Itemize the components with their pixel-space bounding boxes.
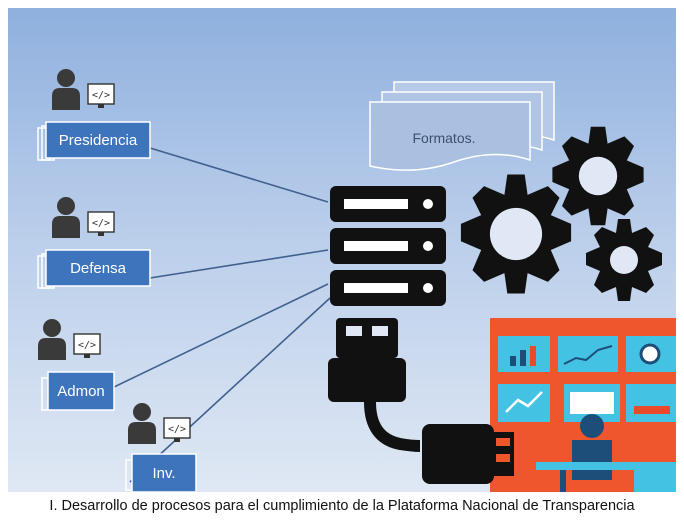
user-at-computer-icon: [128, 403, 191, 444]
department-box: Presidencia: [37, 121, 151, 161]
department-label: Defensa: [70, 260, 127, 277]
connector-defensa: [149, 249, 329, 279]
analyst-figure: [572, 414, 612, 480]
gear-icon: [460, 174, 572, 294]
user-at-computer-icon: [52, 197, 115, 238]
diagram-canvas: </> Presidencia: [8, 8, 676, 492]
code-monitor-icon: [87, 83, 115, 109]
department-label: Admon: [57, 383, 105, 400]
code-monitor-icon: [163, 417, 191, 443]
connector-lines: [111, 147, 331, 483]
department-box: Admon: [41, 371, 115, 411]
user-at-computer-icon: [52, 69, 115, 110]
dashboard-icon: [490, 318, 676, 492]
documents-label: Formatos.: [412, 130, 475, 146]
department-inv: Inv.: [125, 403, 197, 492]
department-box: Inv.: [125, 453, 197, 492]
code-monitor-icon: [87, 211, 115, 237]
connector-presidencia: [149, 147, 329, 203]
connector-admon: [111, 283, 329, 389]
department-label: Presidencia: [59, 132, 138, 149]
usb-cable-icon: [328, 318, 514, 484]
server-unit: [330, 228, 446, 264]
analyst-desk: [536, 462, 676, 492]
department-admon: Admon: [38, 319, 115, 411]
gear-icon: [552, 126, 644, 226]
caption: I. Desarrollo de procesos para el cumpli…: [49, 498, 635, 514]
department-presidencia: Presidencia: [37, 69, 151, 161]
gear-icon: [586, 219, 662, 301]
server-unit: [330, 186, 446, 222]
dashboard-tile: [498, 336, 550, 372]
department-label: Inv.: [152, 465, 175, 482]
dashboard-tile: [626, 384, 676, 422]
dashboard-tile: [498, 384, 550, 422]
department-box: Defensa: [37, 249, 151, 289]
dashboard-tile: [626, 336, 676, 372]
connector-inv: [129, 297, 331, 483]
code-monitor-icon: [73, 333, 101, 359]
user-at-computer-icon: [38, 319, 101, 360]
server-unit: [330, 270, 446, 306]
department-defensa: Defensa: [37, 197, 151, 289]
document-stack-icon: Formatos.: [369, 81, 555, 171]
server-icon: [330, 186, 446, 306]
dashboard-tile: [558, 336, 618, 372]
